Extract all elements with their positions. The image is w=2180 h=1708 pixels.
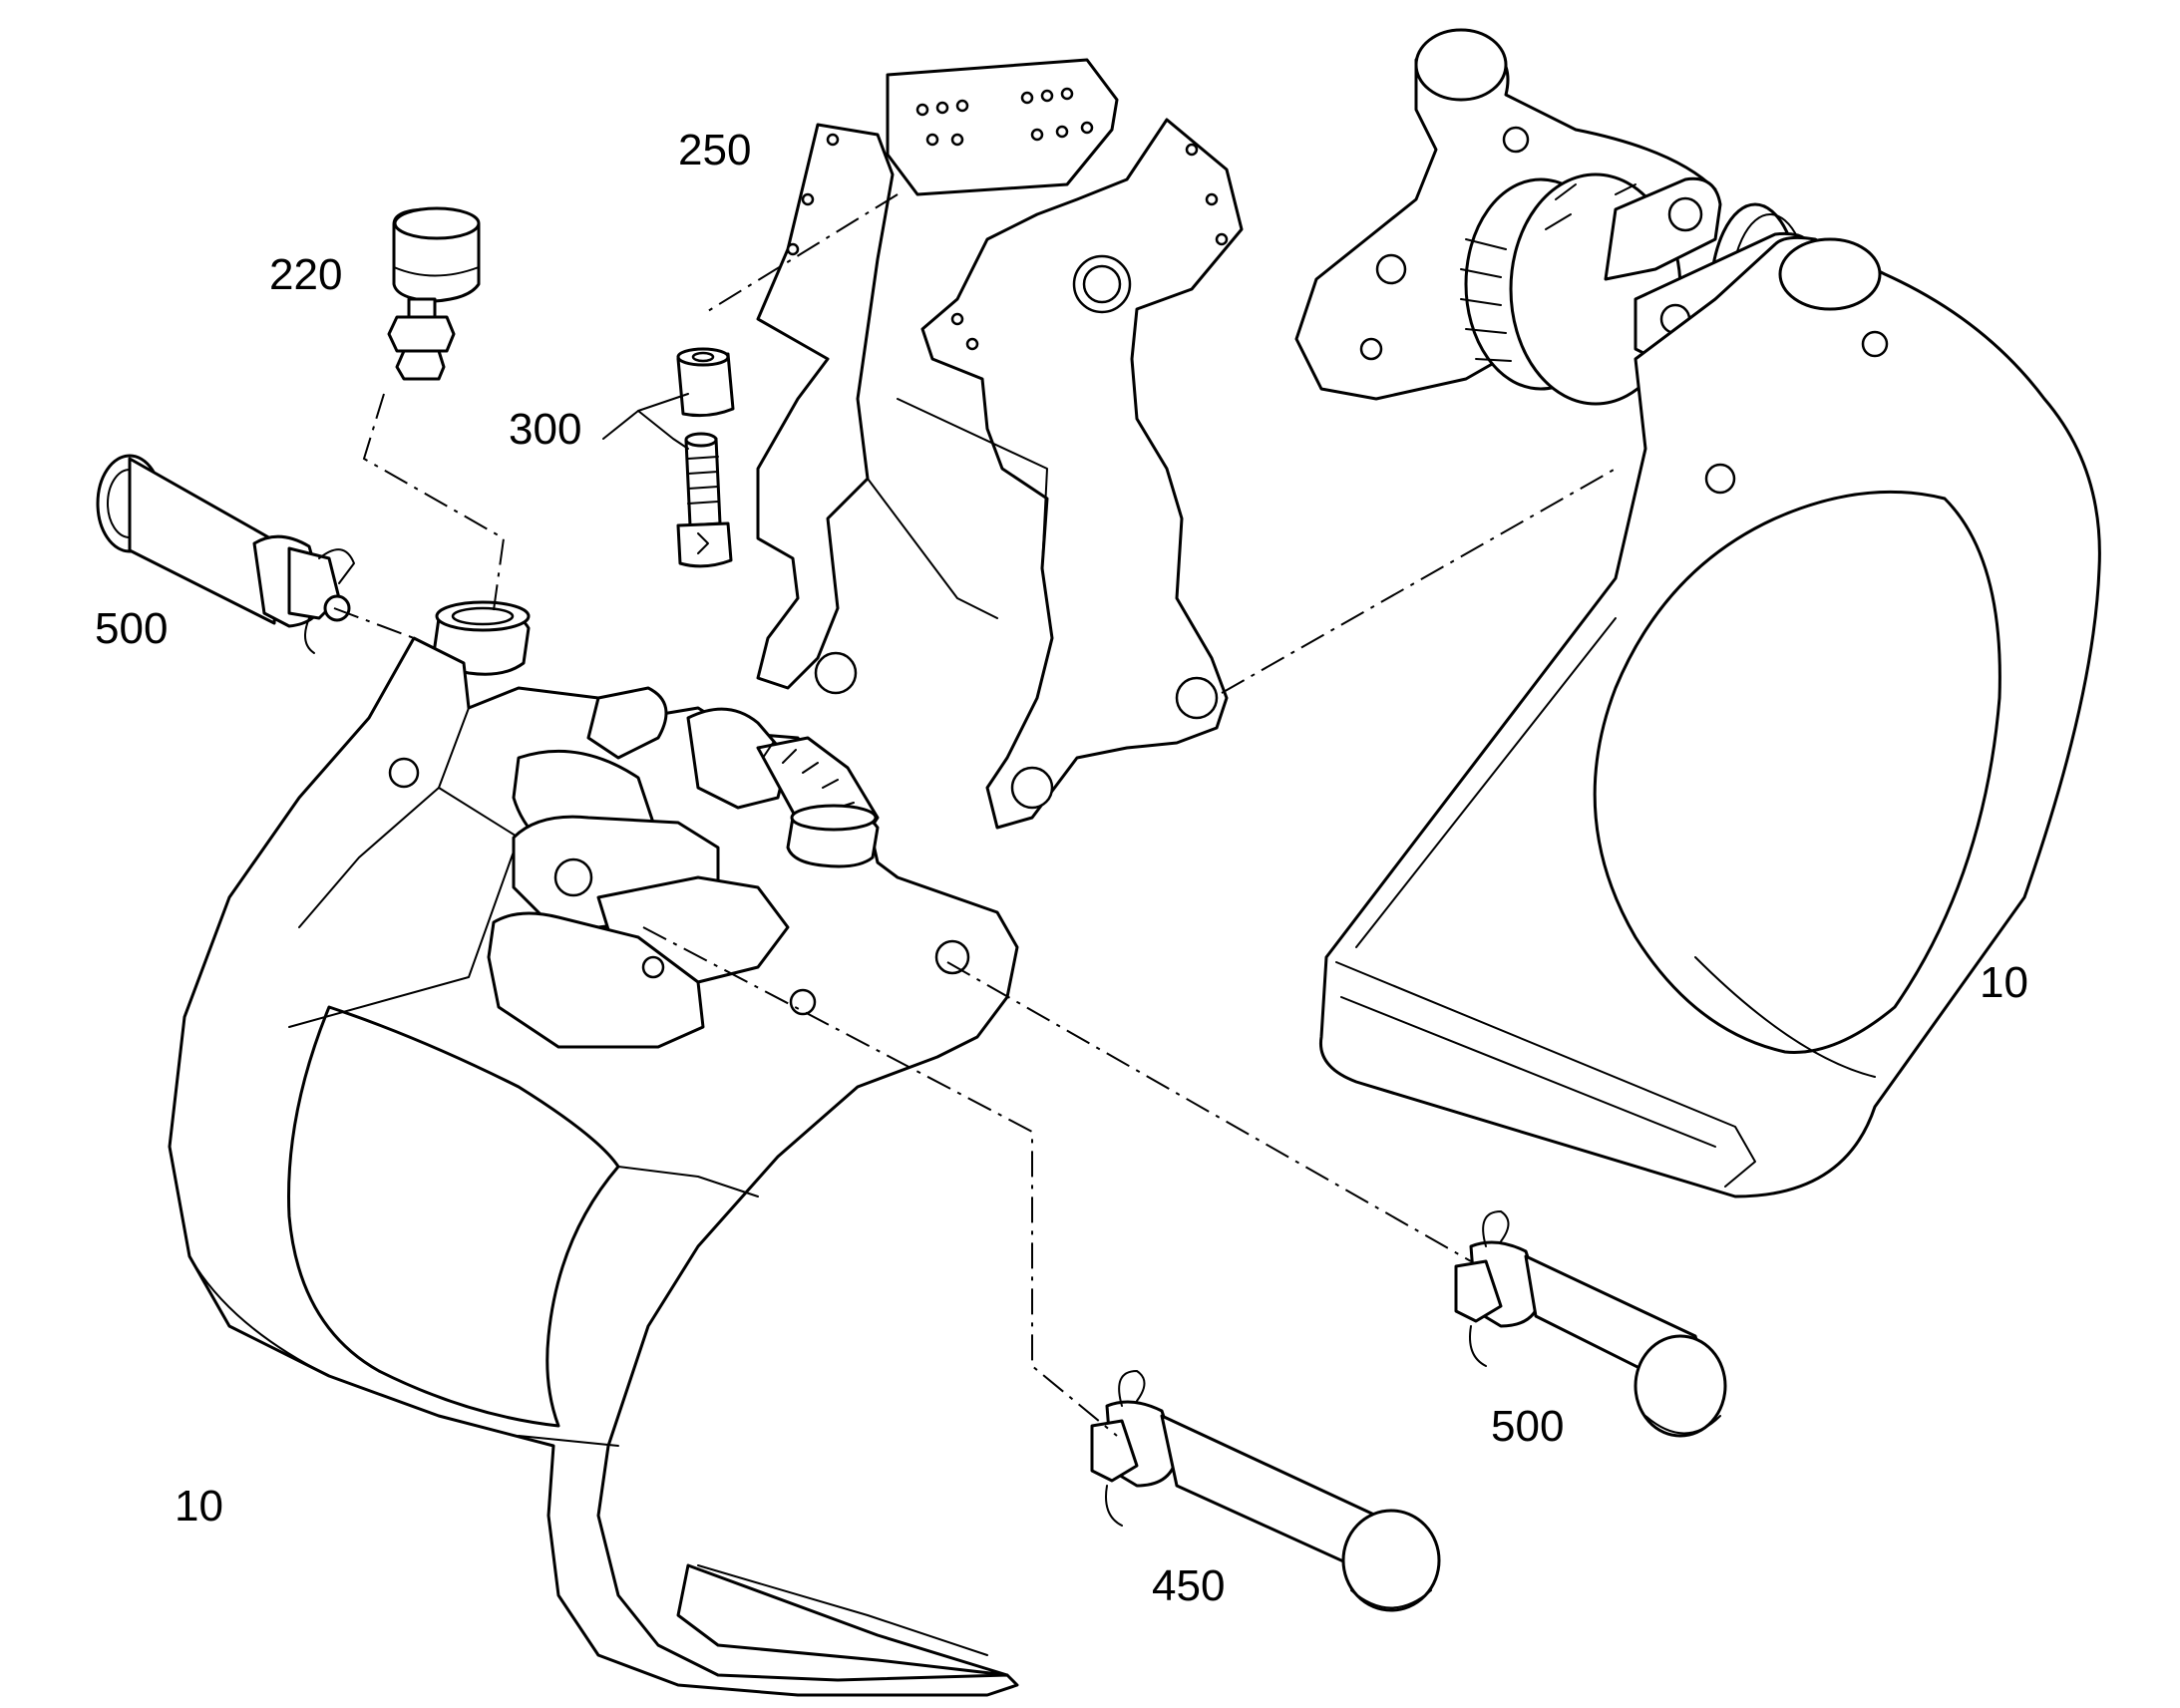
gear-teeth: [762, 742, 855, 809]
side-plate-bolt-holes: [786, 133, 1229, 351]
part-220-damper: [387, 206, 481, 381]
part-labels: 250 220 300 500 10 500 10 450: [95, 126, 2028, 1610]
part-450-pin: [1090, 1370, 1441, 1612]
part-500-pin-right: [1454, 1210, 1727, 1438]
label-300: 300: [509, 405, 581, 454]
label-10-right: 10: [1980, 958, 2028, 1007]
label-500-right: 500: [1491, 1402, 1564, 1451]
part-500-pin-left: [96, 454, 355, 654]
label-10-left: 10: [175, 1482, 223, 1531]
assembly-centerlines: [333, 193, 1617, 1437]
left-rotator-gear-and-links: [487, 686, 880, 1049]
label-250: 250: [678, 126, 751, 174]
label-450: 450: [1152, 1561, 1225, 1610]
label-500-left: 500: [95, 604, 168, 653]
mounting-plate-bolt-holes: [915, 87, 1094, 147]
part-300-bushing-and-bolt: [602, 347, 735, 568]
part-10-grapple-arm-right: [1294, 28, 2101, 1198]
part-250-grapple-head: [756, 58, 1244, 830]
part-10-grapple-arm-left: [168, 600, 1019, 1697]
label-220: 220: [269, 250, 342, 299]
